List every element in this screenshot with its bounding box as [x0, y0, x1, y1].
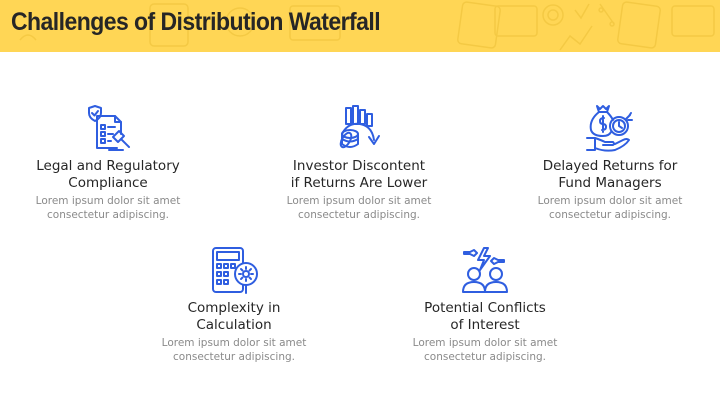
page-title: Challenges of Distribution Waterfall: [11, 8, 381, 36]
card-heading: Delayed Returns for Fund Managers: [542, 158, 678, 191]
challenge-card-complexity: Complexity in Calculation Lorem ipsum do…: [134, 246, 334, 364]
header-pattern-decoration: [19, 1, 715, 51]
legal-checklist-gavel-icon: [88, 105, 130, 151]
card-heading: Potential Conflicts of Interest: [424, 300, 546, 333]
header-banner: Challenges of Distribution Waterfall: [0, 0, 720, 52]
challenge-card-investor: Investor Discontent if Returns Are Lower…: [259, 104, 459, 222]
card-description: Lorem ipsum dolor sit amet consectetur a…: [537, 195, 683, 221]
card-heading: Legal and Regulatory Compliance: [36, 158, 180, 191]
card-description: Lorem ipsum dolor sit amet consectetur a…: [35, 195, 181, 221]
card-heading: Investor Discontent if Returns Are Lower: [290, 158, 428, 191]
card-description: Lorem ipsum dolor sit amet consectetur a…: [286, 195, 432, 221]
challenge-card-legal: Legal and Regulatory Compliance Lorem ip…: [8, 104, 208, 222]
challenge-card-conflicts: Potential Conflicts of Interest Lorem ip…: [385, 246, 585, 364]
card-description: Lorem ipsum dolor sit amet consectetur a…: [412, 337, 558, 363]
calculator-gear-magnifier-icon: [212, 247, 258, 294]
card-description: Lorem ipsum dolor sit amet consectetur a…: [161, 337, 307, 363]
card-heading: Complexity in Calculation: [187, 300, 281, 333]
money-bag-clock-hand-icon: [586, 105, 633, 152]
declining-returns-coins-icon: [339, 105, 380, 149]
challenge-card-delayed-returns: Delayed Returns for Fund Managers Lorem …: [510, 104, 710, 222]
people-conflict-lightning-icon: [462, 247, 508, 293]
